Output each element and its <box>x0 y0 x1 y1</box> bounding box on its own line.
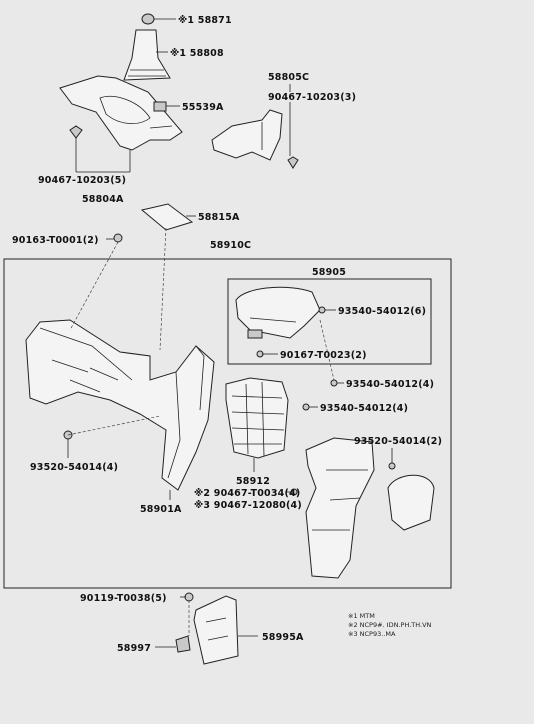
armrest-subassembly-frame <box>227 278 432 365</box>
fasteners <box>63 233 396 602</box>
callout-90167-T0023[interactable]: 90167-T0023(2) <box>280 350 367 361</box>
callout-90467-10203-5[interactable]: 90467-10203(5) <box>38 175 126 186</box>
callout-90467-12080[interactable]: ※3 90467-12080(4) <box>194 500 302 511</box>
pad-58815A-part[interactable] <box>140 203 194 231</box>
callout-93540-54012-6[interactable]: 93540-54012(6) <box>338 306 426 317</box>
callout-90163-T0001[interactable]: 90163-T0001(2) <box>12 235 99 246</box>
shift-boot-part[interactable] <box>123 13 171 81</box>
screw-left-part[interactable] <box>69 125 83 148</box>
armrest-clip-part[interactable] <box>247 329 263 339</box>
callout-90467-T0034[interactable]: ※2 90467-T0034(4) <box>194 488 300 499</box>
armrest-lid-part[interactable] <box>235 286 321 339</box>
upper-console-panel-part[interactable] <box>59 75 183 151</box>
rear-console-panel-part[interactable] <box>305 437 375 579</box>
callout-58912[interactable]: 58912 <box>236 476 270 487</box>
callout-93540-54012-4a[interactable]: 93540-54012(4) <box>346 379 434 390</box>
callout-58997[interactable]: 58997 <box>117 643 151 654</box>
callout-58905[interactable]: 58905 <box>312 267 346 278</box>
leader-lines <box>67 18 393 648</box>
callout-90119-T0038[interactable]: 90119-T0038(5) <box>80 593 167 604</box>
callout-93540-54012-4b[interactable]: 93540-54012(4) <box>320 403 408 414</box>
lower-bracket-58995A-part[interactable] <box>193 595 239 665</box>
callout-58871[interactable]: ※1 58871 <box>178 15 232 26</box>
callout-58910C[interactable]: 58910C <box>210 240 251 251</box>
callout-58808[interactable]: ※1 58808 <box>170 48 224 59</box>
storage-box-part[interactable] <box>225 377 289 459</box>
note-2: ※2 NCP9#. IDN.PH.TH.VN <box>348 621 432 629</box>
callout-93520-54014-4[interactable]: 93520-54014(4) <box>30 462 118 473</box>
callout-58815A[interactable]: 58815A <box>198 212 240 223</box>
footnotes: ※1 MTM ※2 NCP9#. IDN.PH.TH.VN ※3 NCP93..… <box>348 612 432 638</box>
note-3: ※3 NCP93..MA <box>348 630 396 638</box>
assembly-frame <box>3 258 452 589</box>
screw-right-part[interactable] <box>287 156 299 169</box>
callout-58805C[interactable]: 58805C <box>268 72 309 83</box>
callout-labels: ※1 58871 ※1 58808 58805C 90467-10203(3) … <box>12 15 442 654</box>
console-base-part[interactable] <box>25 319 215 491</box>
callout-93520-54014-2[interactable]: 93520-54014(2) <box>354 436 442 447</box>
note-1: ※1 MTM <box>348 612 375 620</box>
bracket-58805C-part[interactable] <box>211 109 283 161</box>
callout-90467-10203-3[interactable]: 90467-10203(3) <box>268 92 356 103</box>
clip-58997-part[interactable] <box>175 635 191 653</box>
clip-55539A-part[interactable] <box>153 101 167 112</box>
callout-58901A[interactable]: 58901A <box>140 504 182 515</box>
callout-58804A[interactable]: 58804A <box>82 194 124 205</box>
callout-55539A[interactable]: 55539A <box>182 102 224 113</box>
rear-cap-part[interactable] <box>387 474 435 531</box>
callout-58995A[interactable]: 58995A <box>262 632 304 643</box>
